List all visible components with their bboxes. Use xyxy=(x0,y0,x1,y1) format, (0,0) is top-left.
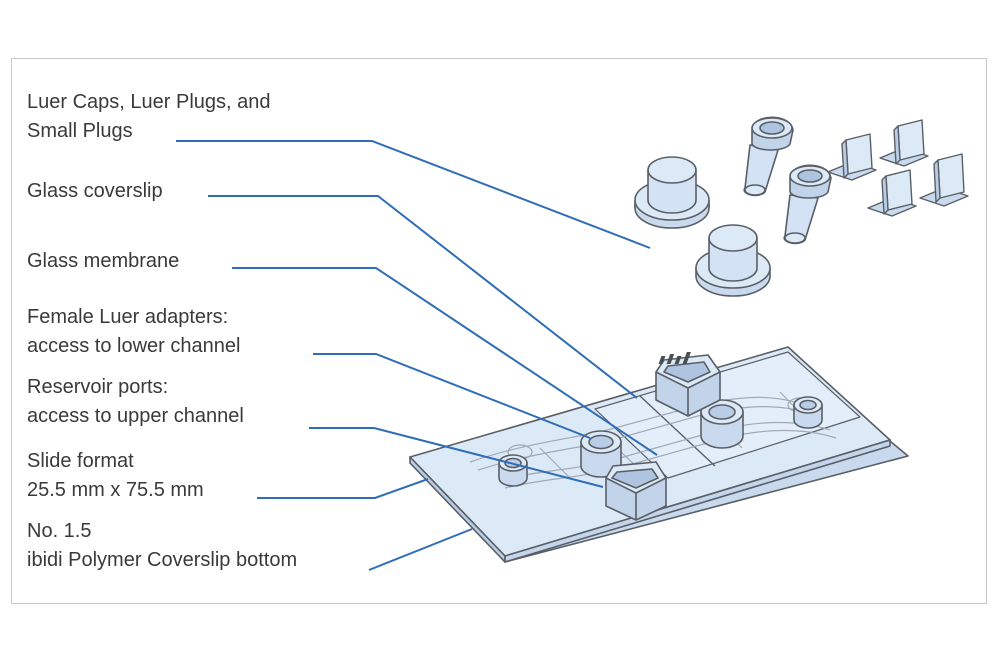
small-plug-1 xyxy=(827,133,877,181)
label-line: Glass coverslip xyxy=(27,180,163,202)
label-line: No. 1.5 xyxy=(27,520,92,542)
small-plug-4 xyxy=(919,153,969,207)
leader-lines xyxy=(176,140,658,571)
luer-plug-2 xyxy=(783,164,832,245)
label-slide-format: Slide format 25.5 mm x 75.5 mm xyxy=(27,447,204,505)
label-line: Luer Caps, Luer Plugs, and xyxy=(27,91,271,113)
luer-cap-1 xyxy=(634,156,710,229)
leader-caps xyxy=(176,140,651,249)
leader-female xyxy=(313,353,591,439)
leader-reservoir xyxy=(309,427,604,488)
luer-plug-1 xyxy=(743,116,794,197)
leader-bottom xyxy=(368,528,473,571)
label-reservoir-ports: Reservoir ports: access to upper channel xyxy=(27,373,244,431)
label-female-luer-adapters: Female Luer adapters: access to lower ch… xyxy=(27,303,240,361)
label-line: Small Plugs xyxy=(27,120,133,142)
reservoir-round-right xyxy=(700,399,744,449)
small-plugs xyxy=(827,119,969,217)
label-line: Slide format xyxy=(27,450,134,472)
label-line: Glass membrane xyxy=(27,250,180,272)
luer-cap-2 xyxy=(695,224,771,297)
label-line: Reservoir ports: xyxy=(27,376,169,398)
label-luer-caps-plugs: Luer Caps, Luer Plugs, and Small Plugs xyxy=(27,88,271,146)
ibidi-logo-mark xyxy=(658,352,691,364)
slide-right-edge xyxy=(504,439,891,563)
label-line: access to upper channel xyxy=(27,405,244,427)
label-glass-coverslip: Glass coverslip xyxy=(27,177,163,206)
label-line: access to lower channel xyxy=(27,335,241,357)
small-plug-2 xyxy=(879,119,929,167)
female-luer-adapter-front xyxy=(605,461,667,521)
label-polymer-coverslip-bottom: No. 1.5 ibidi Polymer Coverslip bottom xyxy=(27,517,297,575)
label-line: 25.5 mm x 75.5 mm xyxy=(27,479,204,501)
leader-slide xyxy=(257,478,429,499)
label-line: ibidi Polymer Coverslip bottom xyxy=(27,549,298,571)
leader-coverslip xyxy=(208,195,638,399)
leader-membrane xyxy=(232,267,658,456)
reservoir-port-left xyxy=(498,454,528,487)
coverslip-seam xyxy=(639,395,716,467)
label-glass-membrane: Glass membrane xyxy=(27,247,179,276)
small-plug-3 xyxy=(867,169,917,217)
label-line: Female Luer adapters: xyxy=(27,306,229,328)
reservoir-port-right xyxy=(793,396,823,429)
female-luer-adapter-back xyxy=(655,354,721,417)
